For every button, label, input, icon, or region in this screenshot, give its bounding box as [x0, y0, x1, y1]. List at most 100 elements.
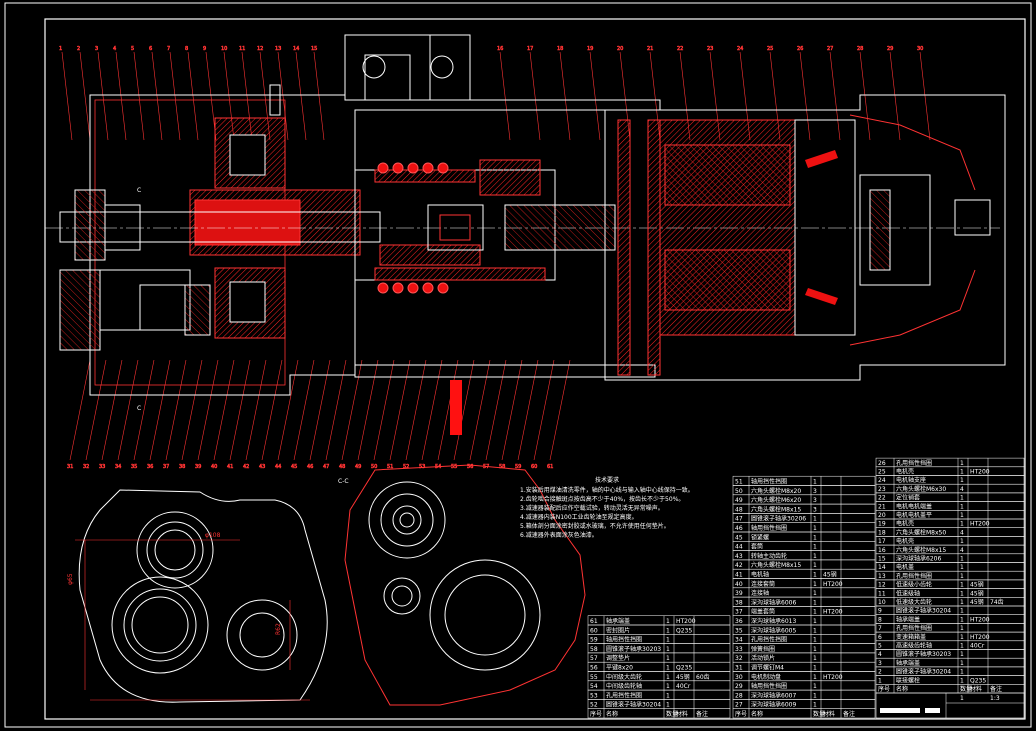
motor-endplate-left: [617, 119, 631, 376]
view-marker-top: C: [137, 187, 141, 194]
bom-cell: 轴用挡性挡圈: [606, 636, 642, 644]
part-number-label: 8: [185, 46, 188, 52]
bom-cell: 定位销套: [896, 494, 920, 502]
bom-cell: 调节螺钉M4: [751, 664, 784, 672]
bom-cell: 23: [878, 486, 886, 493]
bom-cell: 低速级轴: [896, 589, 920, 597]
bom-cell: 59: [590, 637, 598, 644]
bom-cell: 1: [813, 534, 817, 541]
part-number-label: 16: [497, 46, 503, 52]
bom-cell: 17: [878, 538, 886, 545]
bom-cell: 中间级大齿轮: [606, 673, 642, 681]
bom-cell: 4: [960, 547, 964, 554]
bom-cell: 1: [960, 634, 964, 641]
bom-cell: HT200: [970, 521, 990, 528]
part-number-label: 30: [917, 46, 923, 52]
part-number-label: 23: [707, 46, 713, 52]
bom-cell: 25: [878, 469, 886, 476]
bom-cell: Q235: [676, 627, 692, 634]
bom-cell: 圆锥滚子轴承30203: [606, 645, 661, 653]
bom-cell: 深沟球轴承6009: [751, 701, 796, 709]
bom-cell: 1: [960, 538, 964, 545]
hub-solid: [194, 199, 301, 246]
left-bearing: [74, 189, 106, 261]
bom-cell: HT200: [970, 634, 990, 641]
bom-cell: 14: [878, 564, 886, 571]
part-number-label: 19: [587, 46, 593, 52]
bom-cell: 材料: [676, 710, 688, 718]
part-number-label: 17: [527, 46, 533, 52]
bom-cell: 1: [813, 590, 817, 597]
bom-cell: 3: [813, 497, 817, 504]
bom-cell: 13: [878, 573, 886, 580]
bom-cell: 深沟球轴承6007: [751, 691, 796, 699]
bom-cell: 1: [813, 683, 817, 690]
bom-cell: 16: [878, 547, 886, 554]
coupling-sleeve-bottom: [374, 267, 546, 281]
bom-cell: 1: [813, 637, 817, 644]
section-label: C-C: [338, 478, 349, 485]
bom-cell: 55: [590, 674, 598, 681]
bom-cell: 1: [813, 599, 817, 606]
bom-cell: 电机壳: [896, 468, 914, 476]
part-number-label: 37: [163, 464, 169, 470]
rotor-upper: [664, 144, 791, 206]
bom-cell: 1: [960, 512, 964, 519]
bom-cell: 1: [813, 646, 817, 653]
spring-coils: [377, 162, 449, 294]
bom-cell: 46: [735, 525, 743, 532]
part-number-label: 52: [403, 464, 409, 470]
oil-plug: [269, 84, 281, 116]
bracket-outline: [345, 34, 471, 100]
bom-cell: 1: [813, 609, 817, 616]
bom-cell: 37: [735, 609, 743, 616]
bracket-hole-right: [430, 55, 454, 79]
bom-cell: HT200: [970, 616, 990, 623]
bom-cell: 47: [735, 516, 743, 523]
bom-cell: 六角头螺栓M8x15: [751, 505, 801, 513]
bom-cell: 1: [960, 643, 964, 650]
bom-cell: 1: [960, 608, 964, 615]
bom-cell: 34: [735, 637, 743, 644]
bom-cell: 4: [960, 486, 964, 493]
bom-cell: 1: [960, 625, 964, 632]
gear-web-upper: [229, 134, 266, 176]
part-number-label: 45: [291, 464, 297, 470]
bom-cell: 22: [878, 495, 886, 502]
bom-cell: 备注: [843, 710, 855, 718]
bom-cell: 45: [735, 534, 743, 541]
mount-bracket: [344, 34, 431, 101]
part-number-label: 15: [311, 46, 317, 52]
part-number-label: 50: [371, 464, 377, 470]
input-shaft: [59, 211, 381, 243]
part-number-label: 48: [339, 464, 345, 470]
part-number-label: 44: [275, 464, 281, 470]
part-number-label: 12: [257, 46, 263, 52]
bom-cell: 高速级齿轮轴: [896, 642, 932, 650]
bom-cell: 49: [735, 497, 743, 504]
bom-cell: 4: [878, 651, 882, 658]
bom-cell: 圆锥滚子轴承30206: [751, 515, 806, 523]
inner-frame: [44, 18, 1026, 720]
part-number-label: 41: [227, 464, 233, 470]
bom-cell: 15: [878, 556, 886, 563]
bom-cell: 六角头螺栓M8x15: [751, 561, 801, 569]
bom-cell: 1: [960, 677, 964, 684]
bom-cell: Q235: [970, 677, 986, 684]
bom-cell: 53: [590, 692, 598, 699]
bom-cell: 5: [878, 643, 882, 650]
dim-width: φ108: [205, 532, 221, 539]
bom-cell: 10: [878, 599, 886, 606]
part-number-label: 51: [387, 464, 393, 470]
bom-cell: 1: [960, 495, 964, 502]
bom-cell: 30: [735, 674, 743, 681]
bom-cell: 六角头螺栓M8x50: [896, 528, 946, 536]
bom-cell: 六角头螺栓M8x15: [896, 546, 946, 554]
part-number-label: 7: [167, 46, 170, 52]
bom-cell: 33: [735, 646, 743, 653]
bom-cell: 1: [666, 655, 670, 662]
bom-cell: 六角头螺栓M6x20: [751, 496, 801, 504]
bom-cell: 1: [666, 637, 670, 644]
